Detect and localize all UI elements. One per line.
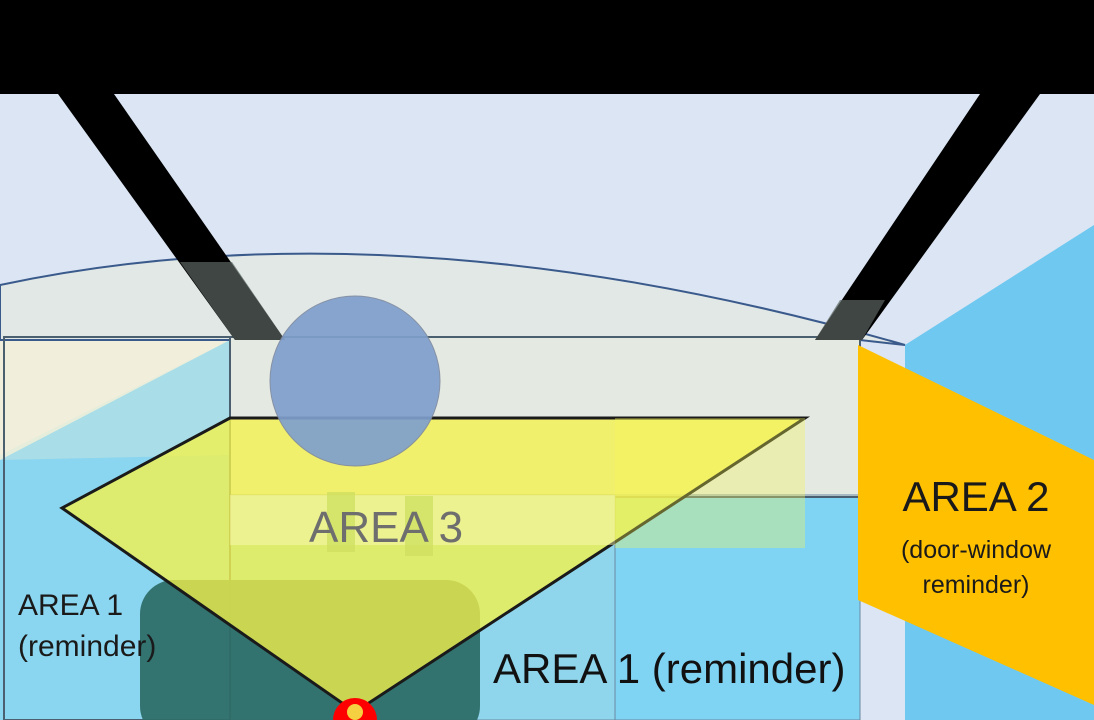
area3-label: AREA 3 [309, 503, 464, 552]
area1-left-label: AREA 1 (reminder) [18, 586, 156, 667]
ceiling-beam [0, 0, 1094, 94]
right-box-outline [614, 494, 861, 720]
right-support-beam [815, 94, 1040, 340]
area2-sublabel-line2: reminder) [922, 571, 1030, 599]
area2-sublabel: (door-window reminder) [858, 533, 1094, 603]
right-beam-shadow [815, 300, 885, 340]
red-marker-core [347, 704, 363, 720]
area2-zone [858, 345, 1094, 705]
area1-bottom-label: AREA 1 (reminder) [493, 645, 846, 692]
sensor-sphere [269, 295, 441, 467]
green-post-right [405, 496, 433, 556]
green-post-left [327, 492, 355, 552]
area2-label: AREA 2 [902, 473, 1050, 520]
left-beam-shadow [180, 262, 285, 340]
area1-left-sub: (reminder) [18, 629, 157, 663]
area3-zone [62, 418, 805, 712]
area2-sublabel-line1: (door-window [900, 536, 1052, 564]
area1-left-title: AREA 1 [18, 589, 124, 622]
area3-strip [615, 418, 805, 548]
